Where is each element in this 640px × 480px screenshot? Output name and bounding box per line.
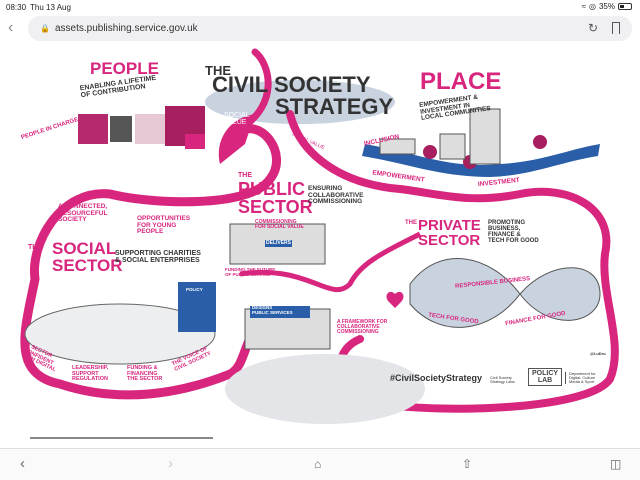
social-sector-subtitle: Supporting charities & social enterprise… <box>115 250 201 265</box>
infinity-loop <box>409 258 601 328</box>
people-mosaic <box>78 106 205 149</box>
status-icons: ≈ ◎ 35% <box>582 2 632 11</box>
public-sector-subtitle: Ensuring collaborative commissioning <box>308 185 364 206</box>
back-chevron-icon[interactable]: ‹ <box>8 19 14 36</box>
designs-public-services: Designs public services <box>252 305 293 315</box>
public-sector-the: The <box>238 172 252 179</box>
back-button-icon[interactable]: ‹ <box>20 455 25 472</box>
social-value-label: Social Value <box>224 112 250 127</box>
funding-future-public-service: Funding the future of public service <box>225 267 276 277</box>
social-value-blob <box>218 114 255 164</box>
dcms-logo: Department for Digital, Culture Media & … <box>565 371 596 385</box>
orientation-lock-icon: ◎ <box>589 2 596 11</box>
title-civil-society: Civil Society <box>212 72 371 97</box>
url-text: assets.publishing.service.gov.uk <box>54 23 198 34</box>
civil-society-labs-logo: Civil Society Strategy Labs <box>490 375 515 385</box>
place-heading: Place <box>420 68 502 95</box>
forward-button-icon[interactable]: › <box>168 455 173 472</box>
leadership-support-regulation: Leadership, support regulation <box>72 365 109 383</box>
illustration-drawing <box>20 48 619 424</box>
heart-icon <box>386 291 404 308</box>
bookmark-icon[interactable] <box>612 22 620 34</box>
local-road <box>362 144 600 177</box>
home-icon[interactable]: ⌂ <box>314 457 322 471</box>
status-bar: 08:30 Thu 13 Aug ≈ ◎ 35% <box>0 0 640 14</box>
civil-society-strategy-illustration: The Civil Society Strategy Social Value … <box>0 44 640 444</box>
tabs-icon[interactable]: ◫ <box>610 457 622 471</box>
private-sector-heading: Private Sector <box>418 217 481 250</box>
title-blob <box>205 80 395 124</box>
battery-percent: 35% <box>598 2 615 11</box>
social-sector-heading: Social Sector <box>52 239 123 276</box>
policy-book <box>178 282 216 332</box>
public-services-platform <box>225 354 425 424</box>
share-icon[interactable]: ⇧ <box>462 457 473 471</box>
wifi-icon: ≈ <box>581 2 586 11</box>
funding-financing-sector: Funding & financing the sector <box>127 365 163 383</box>
delivers-label: Delivers <box>265 240 293 248</box>
social-sector-platform <box>24 303 216 365</box>
connected-society: A connected, resourceful society <box>58 203 108 224</box>
status-date: Thu 13 Aug <box>30 3 71 12</box>
opportunities-young-people: Opportunities for young people <box>137 215 191 236</box>
river-path-middle <box>239 231 422 293</box>
public-sector-heading: Public Sector <box>238 179 313 218</box>
reload-icon[interactable]: ↻ <box>587 21 598 35</box>
building-sketches <box>229 108 501 350</box>
lock-icon: 🔒 <box>40 24 50 33</box>
social-sector-the: The <box>28 244 42 251</box>
river-path-left <box>20 124 285 400</box>
people-heading: People <box>90 59 159 78</box>
status-time: 08:30 <box>6 3 27 12</box>
title-strategy: Strategy <box>275 94 394 119</box>
title-the: The <box>205 63 231 78</box>
artist-credit: @LuDro <box>590 351 606 356</box>
battery-icon <box>618 3 632 10</box>
private-sector-subtitle: Promoting business, finance & tech for g… <box>488 220 539 245</box>
browser-toolbar: ‹ › ⌂ ⇧ ◫ <box>0 448 640 480</box>
policy-label: Policy <box>186 287 203 292</box>
private-sector-the: The <box>405 220 417 226</box>
framework-commissioning: A framework for collaborative commission… <box>337 319 388 336</box>
hashtag: #CivilSocietyStrategy <box>390 373 483 383</box>
commissioning-social-value: Commissioning for social value <box>255 219 304 231</box>
designs-screen <box>250 306 310 318</box>
policy-lab-logo: Policy Lab <box>528 368 563 387</box>
footnote-divider <box>30 437 213 439</box>
address-bar[interactable]: 🔒 assets.publishing.service.gov.uk ↻ <box>28 16 632 41</box>
